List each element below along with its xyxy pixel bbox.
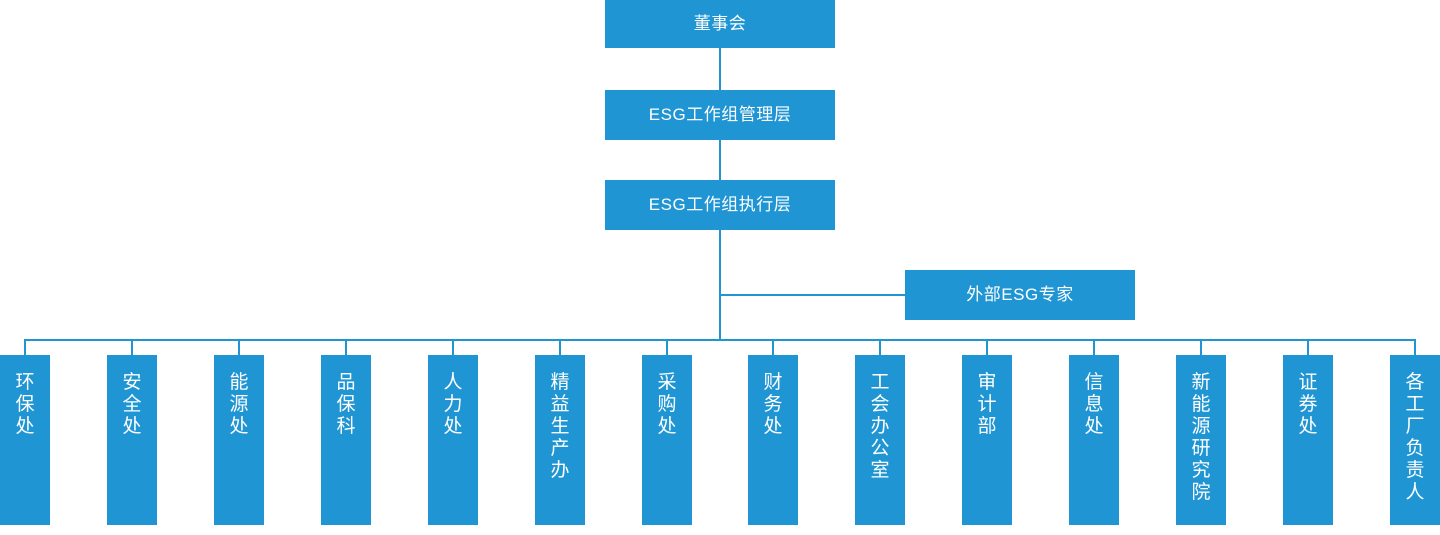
- connector-bus-to-department: [345, 340, 347, 355]
- node-department[interactable]: 人力处: [428, 355, 478, 525]
- node-department-label-char: 办: [550, 460, 570, 482]
- node-department-label-char: 购: [657, 394, 677, 416]
- node-external-expert-label: 外部ESG专家: [966, 284, 1074, 304]
- node-department-label-char: 负: [1405, 438, 1425, 460]
- node-department-label-char: 源: [1191, 416, 1211, 438]
- node-department-label-char: 责: [1405, 460, 1425, 482]
- node-department-label-char: 安: [122, 372, 142, 393]
- node-department-label-char: 工: [1405, 394, 1425, 416]
- node-department-label-char: 院: [1191, 482, 1211, 504]
- node-department-label-char: 采: [657, 372, 677, 393]
- node-department[interactable]: 工会办公室: [855, 355, 905, 525]
- connector-bus-to-department: [666, 340, 668, 355]
- connector-bus-to-department: [452, 340, 454, 355]
- node-department-label-char: 办: [870, 416, 890, 438]
- node-department-label-char: 处: [15, 416, 35, 438]
- node-department[interactable]: 能源处: [214, 355, 264, 525]
- node-department[interactable]: 审计部: [962, 355, 1012, 525]
- node-department-label-char: 源: [229, 394, 249, 416]
- node-board[interactable]: 董事会: [605, 0, 835, 48]
- node-esg-management[interactable]: ESG工作组管理层: [605, 90, 835, 140]
- node-department-label-char: 室: [870, 460, 890, 482]
- node-department-label-char: 证: [1298, 372, 1318, 393]
- node-department-label-char: 科: [336, 416, 356, 438]
- node-department-label-char: 益: [550, 394, 570, 416]
- node-department-label-char: 财: [763, 372, 783, 393]
- connector-execution-to-external-expert: [719, 294, 906, 296]
- connector-bus-to-department: [1307, 340, 1309, 355]
- node-department-label-char: 工: [870, 372, 890, 393]
- department-bus-line: [24, 339, 1416, 341]
- node-department-label-char: 研: [1191, 438, 1211, 460]
- node-department-label-char: 厂: [1405, 416, 1425, 438]
- node-department-label-char: 会: [870, 394, 890, 416]
- node-department[interactable]: 各工厂负责人: [1390, 355, 1440, 525]
- node-department-label-char: 保: [15, 394, 35, 416]
- node-esg-execution-label: ESG工作组执行层: [648, 194, 792, 214]
- node-board-label: 董事会: [693, 13, 747, 33]
- node-department-label-char: 处: [229, 416, 249, 438]
- node-department-label-char: 全: [122, 394, 142, 416]
- node-esg-execution[interactable]: ESG工作组执行层: [605, 180, 835, 230]
- node-department-label-char: 保: [336, 394, 356, 416]
- node-department-label-char: 能: [1191, 394, 1211, 416]
- node-department-label-char: 务: [763, 394, 783, 416]
- node-department[interactable]: 信息处: [1069, 355, 1119, 525]
- node-department-label-char: 产: [550, 438, 570, 460]
- connector-board-to-management: [719, 48, 721, 90]
- node-department-label-char: 精: [550, 372, 570, 393]
- node-department-label-char: 部: [977, 416, 997, 438]
- node-department-label-char: 处: [763, 416, 783, 438]
- node-department[interactable]: 证券处: [1283, 355, 1333, 525]
- node-department-label-char: 能: [229, 372, 249, 393]
- connector-bus-to-department: [238, 340, 240, 355]
- node-esg-management-label: ESG工作组管理层: [648, 104, 792, 124]
- connector-execution-trunk: [719, 230, 721, 341]
- node-department-label-char: 新: [1191, 372, 1211, 393]
- connector-bus-to-department: [986, 340, 988, 355]
- node-department-label-char: 各: [1405, 372, 1425, 393]
- node-department-label-char: 券: [1298, 394, 1318, 416]
- node-department-label-char: 生: [550, 416, 570, 438]
- node-department-label-char: 审: [977, 372, 997, 393]
- node-department-label-char: 处: [122, 416, 142, 438]
- node-department[interactable]: 采购处: [642, 355, 692, 525]
- node-department-label-char: 究: [1191, 460, 1211, 482]
- connector-bus-to-department: [879, 340, 881, 355]
- node-department[interactable]: 环保处: [0, 355, 50, 525]
- node-department-label-char: 人: [1405, 482, 1425, 504]
- connector-bus-to-department: [772, 340, 774, 355]
- connector-bus-to-department: [1200, 340, 1202, 355]
- node-department-label-char: 处: [657, 416, 677, 438]
- node-department-label-char: 处: [1084, 416, 1104, 438]
- node-department-label-char: 信: [1084, 372, 1104, 393]
- node-department[interactable]: 新能源研究院: [1176, 355, 1226, 525]
- connector-bus-to-department: [131, 340, 133, 355]
- connector-bus-to-department: [559, 340, 561, 355]
- node-department-label-char: 处: [443, 416, 463, 438]
- connector-bus-to-department: [1093, 340, 1095, 355]
- connector-bus-to-department: [24, 340, 26, 355]
- connector-management-to-execution: [719, 140, 721, 180]
- node-department-label-char: 计: [977, 394, 997, 416]
- connector-bus-to-department: [1414, 340, 1416, 355]
- node-department-label-char: 品: [336, 372, 356, 393]
- node-department-label-char: 息: [1084, 394, 1104, 416]
- node-department-label-char: 力: [443, 394, 463, 416]
- node-department[interactable]: 安全处: [107, 355, 157, 525]
- node-department-label-char: 处: [1298, 416, 1318, 438]
- node-department-label-char: 环: [15, 372, 35, 393]
- node-external-expert[interactable]: 外部ESG专家: [905, 270, 1135, 320]
- node-department[interactable]: 财务处: [748, 355, 798, 525]
- node-department-label-char: 人: [443, 372, 463, 393]
- node-department[interactable]: 精益生产办: [535, 355, 585, 525]
- node-department[interactable]: 品保科: [321, 355, 371, 525]
- node-department-label-char: 公: [870, 438, 890, 460]
